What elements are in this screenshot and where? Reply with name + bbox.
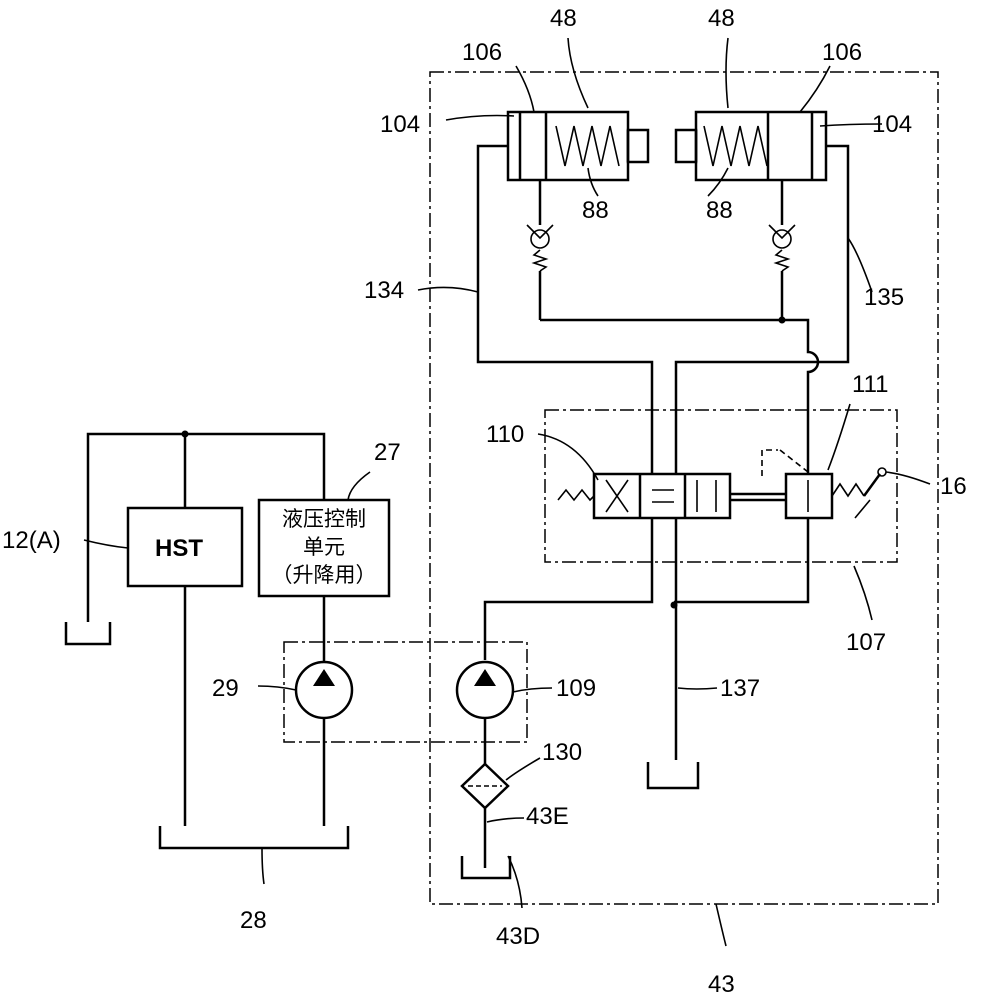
unit-27-text-line2: 单元 — [303, 535, 345, 559]
tank-28 — [158, 826, 350, 850]
label-134: 134 — [364, 277, 404, 304]
label-109: 109 — [556, 675, 596, 702]
pump-unit-boundary — [283, 641, 528, 743]
unit-107-boundary — [544, 409, 898, 563]
label-111: 111 — [852, 371, 888, 398]
control-valve-110 — [557, 472, 786, 520]
junction-dot — [670, 601, 678, 609]
label-110: 110 — [486, 421, 524, 448]
unit-43-boundary — [429, 71, 939, 905]
hst-return-line — [86, 432, 326, 622]
label-48-left: 48 — [550, 5, 577, 32]
tank-137 — [646, 762, 700, 790]
label-107: 107 — [846, 629, 886, 656]
label-88-right: 88 — [706, 197, 733, 224]
label-106-left: 106 — [462, 39, 502, 66]
label-28: 28 — [240, 907, 267, 934]
label-48-right: 48 — [708, 5, 735, 32]
line-134 — [476, 144, 654, 660]
label-137: 137 — [720, 675, 760, 702]
label-88-left: 88 — [582, 197, 609, 224]
label-104-right: 104 — [872, 111, 912, 138]
valve-111 — [761, 449, 887, 520]
label-29: 29 — [212, 675, 239, 702]
hst-label: HST — [155, 535, 203, 562]
pump-29 — [294, 660, 354, 720]
pump-109 — [455, 660, 515, 720]
filter-130 — [460, 762, 510, 810]
label-16: 16 — [940, 473, 967, 500]
label-43E: 43E — [526, 803, 569, 830]
tank-43D — [460, 856, 512, 880]
label-12A: 12(A) — [2, 527, 61, 554]
label-130: 130 — [542, 739, 582, 766]
right-cylinder — [674, 110, 828, 182]
label-27: 27 — [374, 439, 401, 466]
drain-to-valve-line — [674, 318, 820, 604]
unit-27-text-line3: （升降用） — [272, 563, 377, 587]
hst-box — [126, 506, 244, 588]
check-valve-left — [526, 180, 554, 320]
left-cylinder — [506, 110, 650, 182]
label-135: 135 — [864, 284, 904, 311]
line-135 — [818, 144, 850, 364]
label-43D: 43D — [496, 923, 540, 950]
leader-lines — [83, 37, 931, 947]
check-valve-right — [768, 180, 796, 320]
label-104-left: 104 — [380, 111, 420, 138]
label-43: 43 — [708, 971, 735, 998]
line-135-crossover — [674, 360, 818, 760]
tank-left — [64, 622, 112, 646]
unit-27-text-line1: 液压控制 — [282, 507, 366, 531]
label-106-right: 106 — [822, 39, 862, 66]
